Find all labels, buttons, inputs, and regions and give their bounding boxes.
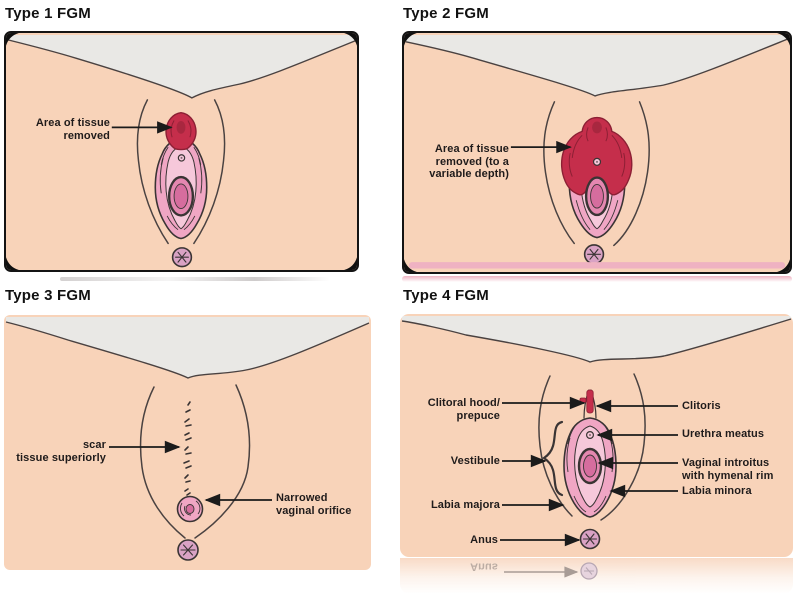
label-narrowed-vaginal-orifice: Narrowed vaginal orifice bbox=[276, 492, 352, 517]
pointer-arrows bbox=[500, 396, 678, 547]
label-clitoral-hood: Clitoral hood/ prepuce bbox=[427, 397, 500, 422]
anus-illustration bbox=[579, 528, 601, 550]
removed-tissue-area bbox=[165, 111, 197, 151]
thigh-creases bbox=[543, 101, 650, 247]
narrowed-orifice-illustration bbox=[176, 495, 204, 523]
red-cross-mark bbox=[579, 389, 594, 414]
label-anus: Anus bbox=[470, 534, 498, 546]
panel-type4: Clitoral hood/ prepuce Vestibule Labia m… bbox=[400, 314, 793, 557]
label-urethra-meatus: Urethra meatus bbox=[682, 428, 765, 440]
anus-illustration bbox=[177, 539, 199, 561]
label-clitoris: Clitoris bbox=[682, 400, 721, 412]
type3-figure bbox=[5, 317, 370, 561]
scar-line bbox=[183, 401, 192, 496]
vulva-illustration bbox=[560, 116, 633, 239]
panel-type2: Area of tissue removed (to a variable de… bbox=[402, 31, 792, 274]
reflection-anus-label: Anus bbox=[470, 560, 498, 573]
label-area-of-tissue-removed: Area of tissue removed bbox=[35, 117, 110, 142]
urethra-opening bbox=[177, 154, 186, 162]
reflection-anus-marks bbox=[584, 567, 594, 575]
pubic-region bbox=[405, 34, 789, 97]
vestibule-brace bbox=[542, 420, 564, 497]
bottom-strip bbox=[408, 262, 786, 269]
type2-figure bbox=[404, 33, 790, 272]
thigh-creases bbox=[136, 99, 226, 245]
label-vestibule: Vestibule bbox=[450, 455, 500, 467]
pubic-region bbox=[401, 316, 792, 363]
type1-figure bbox=[6, 33, 357, 270]
panel-title-type1: Type 1 FGM bbox=[5, 5, 91, 22]
label-labia-majora: Labia majora bbox=[430, 499, 500, 511]
label-scar-tissue-superiorly: scar tissue superiorly bbox=[16, 439, 106, 464]
panel4-reflection: Anus bbox=[400, 558, 793, 594]
pubic-region bbox=[5, 317, 370, 379]
reflection-figure bbox=[504, 562, 598, 580]
panel2-reflection-strip bbox=[402, 276, 792, 282]
panel-title-type4: Type 4 FGM bbox=[403, 287, 489, 304]
label-area-of-tissue-removed: Area of tissue removed (to a variable de… bbox=[429, 143, 509, 181]
urethra-opening bbox=[592, 157, 602, 166]
urethra-opening bbox=[586, 430, 595, 439]
panel-type1: Area of tissue removed bbox=[4, 31, 359, 272]
anus-illustration bbox=[171, 247, 193, 268]
panel-type3: scar tissue superiorly Narrowed vaginal … bbox=[4, 315, 371, 570]
panel-title-type2: Type 2 FGM bbox=[403, 5, 489, 22]
panel1-reflection-strip bbox=[60, 277, 330, 281]
vaginal-opening bbox=[167, 175, 195, 217]
thigh-creases bbox=[139, 384, 251, 539]
panel-title-type3: Type 3 FGM bbox=[5, 287, 91, 304]
pubic-region bbox=[7, 34, 356, 99]
anus-illustration bbox=[583, 244, 605, 265]
label-vaginal-introitus: Vaginal introitus with hymenal rim bbox=[682, 457, 774, 482]
vaginal-opening bbox=[584, 176, 610, 217]
vulva-illustration bbox=[154, 111, 208, 240]
type4-figure bbox=[401, 316, 792, 550]
vulva-illustration bbox=[563, 389, 617, 518]
label-labia-minora: Labia minora bbox=[682, 485, 752, 497]
vaginal-opening bbox=[577, 447, 603, 485]
